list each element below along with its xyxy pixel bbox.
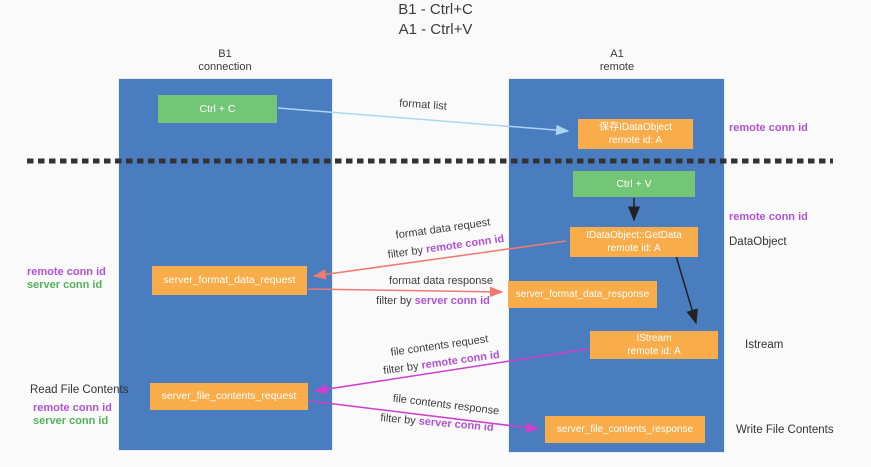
annotation-remote-conn-id-mid: remote conn id xyxy=(729,211,808,223)
lane-b1-name: B1 xyxy=(218,48,232,60)
lane-a1-role: remote xyxy=(599,61,635,73)
annotation-left-mid-conn-ids: remote conn id server conn id xyxy=(27,266,106,291)
annotation-left-mid-remote: remote conn id xyxy=(27,266,106,278)
node-file-request-label: server_file_contents_request xyxy=(161,390,297,402)
annotation-left-bottom-server: server conn id xyxy=(33,414,109,427)
node-istream-line2: remote id: A xyxy=(627,346,681,357)
title-line-1: B1 - Ctrl+C xyxy=(398,1,473,18)
filter-key-server-conn-id: server conn id xyxy=(418,415,495,434)
label-format-data-response: format data response xyxy=(389,275,493,287)
node-save-idataobject-line2: remote id: A xyxy=(608,135,663,146)
annotation-left-bottom-conn-ids: remote conn id server conn id xyxy=(33,402,112,427)
node-server-file-contents-request: server_file_contents_request xyxy=(150,383,308,410)
lane-header-b1: B1 connection xyxy=(155,48,295,74)
label-format-list: format list xyxy=(398,97,448,113)
diagram-title: B1 - Ctrl+C A1 - Ctrl+V xyxy=(0,0,871,40)
node-file-response-label: server_file_contents_response xyxy=(556,424,694,435)
node-format-response-label: server_format_data_response xyxy=(515,289,650,300)
filter-prefix: filter by xyxy=(387,243,427,262)
arrow-format-data-response xyxy=(307,286,504,298)
filter-key-server-conn-id: server conn id xyxy=(414,295,490,307)
node-server-file-contents-response: server_file_contents_response xyxy=(545,416,705,443)
lane-b1-role: connection xyxy=(198,61,252,73)
annotation-remote-conn-id-top: remote conn id xyxy=(729,122,808,134)
node-getdata-line2: remote id: A xyxy=(607,243,661,254)
node-ctrl-c: Ctrl + C xyxy=(158,95,277,123)
lane-header-a1: A1 remote xyxy=(547,48,687,74)
annotation-read-file-contents: Read File Contents xyxy=(30,384,129,396)
annotation-left-mid-server: server conn id xyxy=(27,278,103,291)
node-idataobject-getdata: IDataObject::GetData remote id: A xyxy=(570,227,698,257)
node-istream: IStream remote id: A xyxy=(590,331,718,359)
node-save-idataobject-line1: 保存IDataObject xyxy=(599,122,672,133)
annotation-istream: Istream xyxy=(745,339,784,351)
filter-prefix: filter by xyxy=(382,359,423,378)
node-ctrl-c-label: Ctrl + C xyxy=(199,102,236,115)
lane-a1-name: A1 xyxy=(610,48,624,60)
node-server-format-data-response: server_format_data_response xyxy=(508,281,657,308)
node-save-idataobject: 保存IDataObject remote id: A xyxy=(578,119,693,149)
label-format-response-filter: filter by server conn id xyxy=(373,295,493,307)
node-format-request-label: server_format_data_request xyxy=(163,274,296,286)
node-ctrl-v: Ctrl + V xyxy=(573,171,695,197)
node-ctrl-v-label: Ctrl + V xyxy=(616,177,652,190)
node-getdata-line1: IDataObject::GetData xyxy=(586,230,682,241)
title-line-2: A1 - Ctrl+V xyxy=(398,21,473,38)
filter-prefix: filter by xyxy=(376,295,415,307)
filter-prefix: filter by xyxy=(379,412,420,428)
annotation-write-file-contents: Write File Contents xyxy=(736,424,834,436)
filter-key-remote-conn-id: remote conn id xyxy=(425,232,505,256)
node-server-format-data-request: server_format_data_request xyxy=(152,266,307,295)
node-istream-line1: IStream xyxy=(636,333,672,344)
annotation-left-bottom-remote: remote conn id xyxy=(33,402,112,414)
annotation-dataobject: DataObject xyxy=(729,236,787,248)
